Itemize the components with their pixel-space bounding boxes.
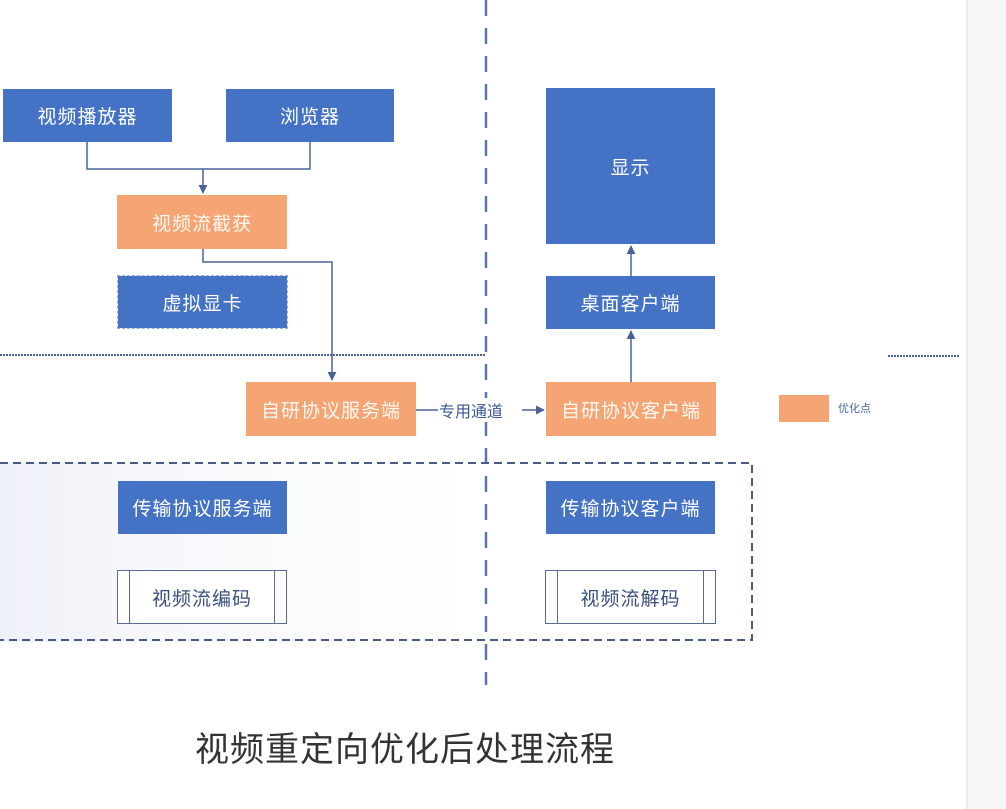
node-label: 自研协议服务端 xyxy=(260,399,401,422)
diagram-canvas: 视频播放器 浏览器 视频流截获 虚拟显卡 显示 桌面客户端 自研协议服务端 专用… xyxy=(0,0,959,770)
node-label: 视频流解码 xyxy=(580,587,681,610)
node-label: 视频流截获 xyxy=(151,212,252,235)
node-protocol-server: 自研协议服务端 xyxy=(246,382,416,436)
page-right-gutter xyxy=(966,0,1006,809)
edge-player-to-capture xyxy=(86,142,311,170)
legend-label-optimization: 优化点 xyxy=(838,402,871,415)
node-stream-encode: 视频流编码 xyxy=(117,570,287,624)
node-label: 视频播放器 xyxy=(37,106,138,128)
transport-region-border xyxy=(0,462,753,641)
node-label: 传输协议服务端 xyxy=(132,498,273,520)
node-stream-decode: 视频流解码 xyxy=(545,570,716,624)
node-label: 显示 xyxy=(610,156,651,179)
node-label: 视频流编码 xyxy=(151,587,252,610)
node-transport-client: 传输协议客户端 xyxy=(546,481,715,534)
legend-swatch-optimization xyxy=(779,395,829,422)
node-virtual-gpu: 虚拟显卡 xyxy=(117,275,288,329)
node-video-player: 视频播放器 xyxy=(3,89,172,142)
edge-label-private-channel: 专用通道 xyxy=(438,398,505,422)
edge-capture-to-server xyxy=(202,249,337,381)
node-stream-capture: 视频流截获 xyxy=(117,195,287,249)
node-protocol-client: 自研协议客户端 xyxy=(546,382,716,436)
node-transport-server: 传输协议服务端 xyxy=(118,481,287,534)
node-browser: 浏览器 xyxy=(226,89,394,142)
node-desktop-client: 桌面客户端 xyxy=(546,276,715,329)
node-label: 浏览器 xyxy=(279,106,340,128)
diagram-caption: 视频重定向优化后处理流程 xyxy=(195,730,615,770)
node-label: 虚拟显卡 xyxy=(162,292,243,315)
node-label: 传输协议客户端 xyxy=(560,498,701,520)
node-label: 桌面客户端 xyxy=(580,293,681,315)
node-label: 自研协议客户端 xyxy=(560,399,701,422)
node-display: 显示 xyxy=(546,88,715,244)
